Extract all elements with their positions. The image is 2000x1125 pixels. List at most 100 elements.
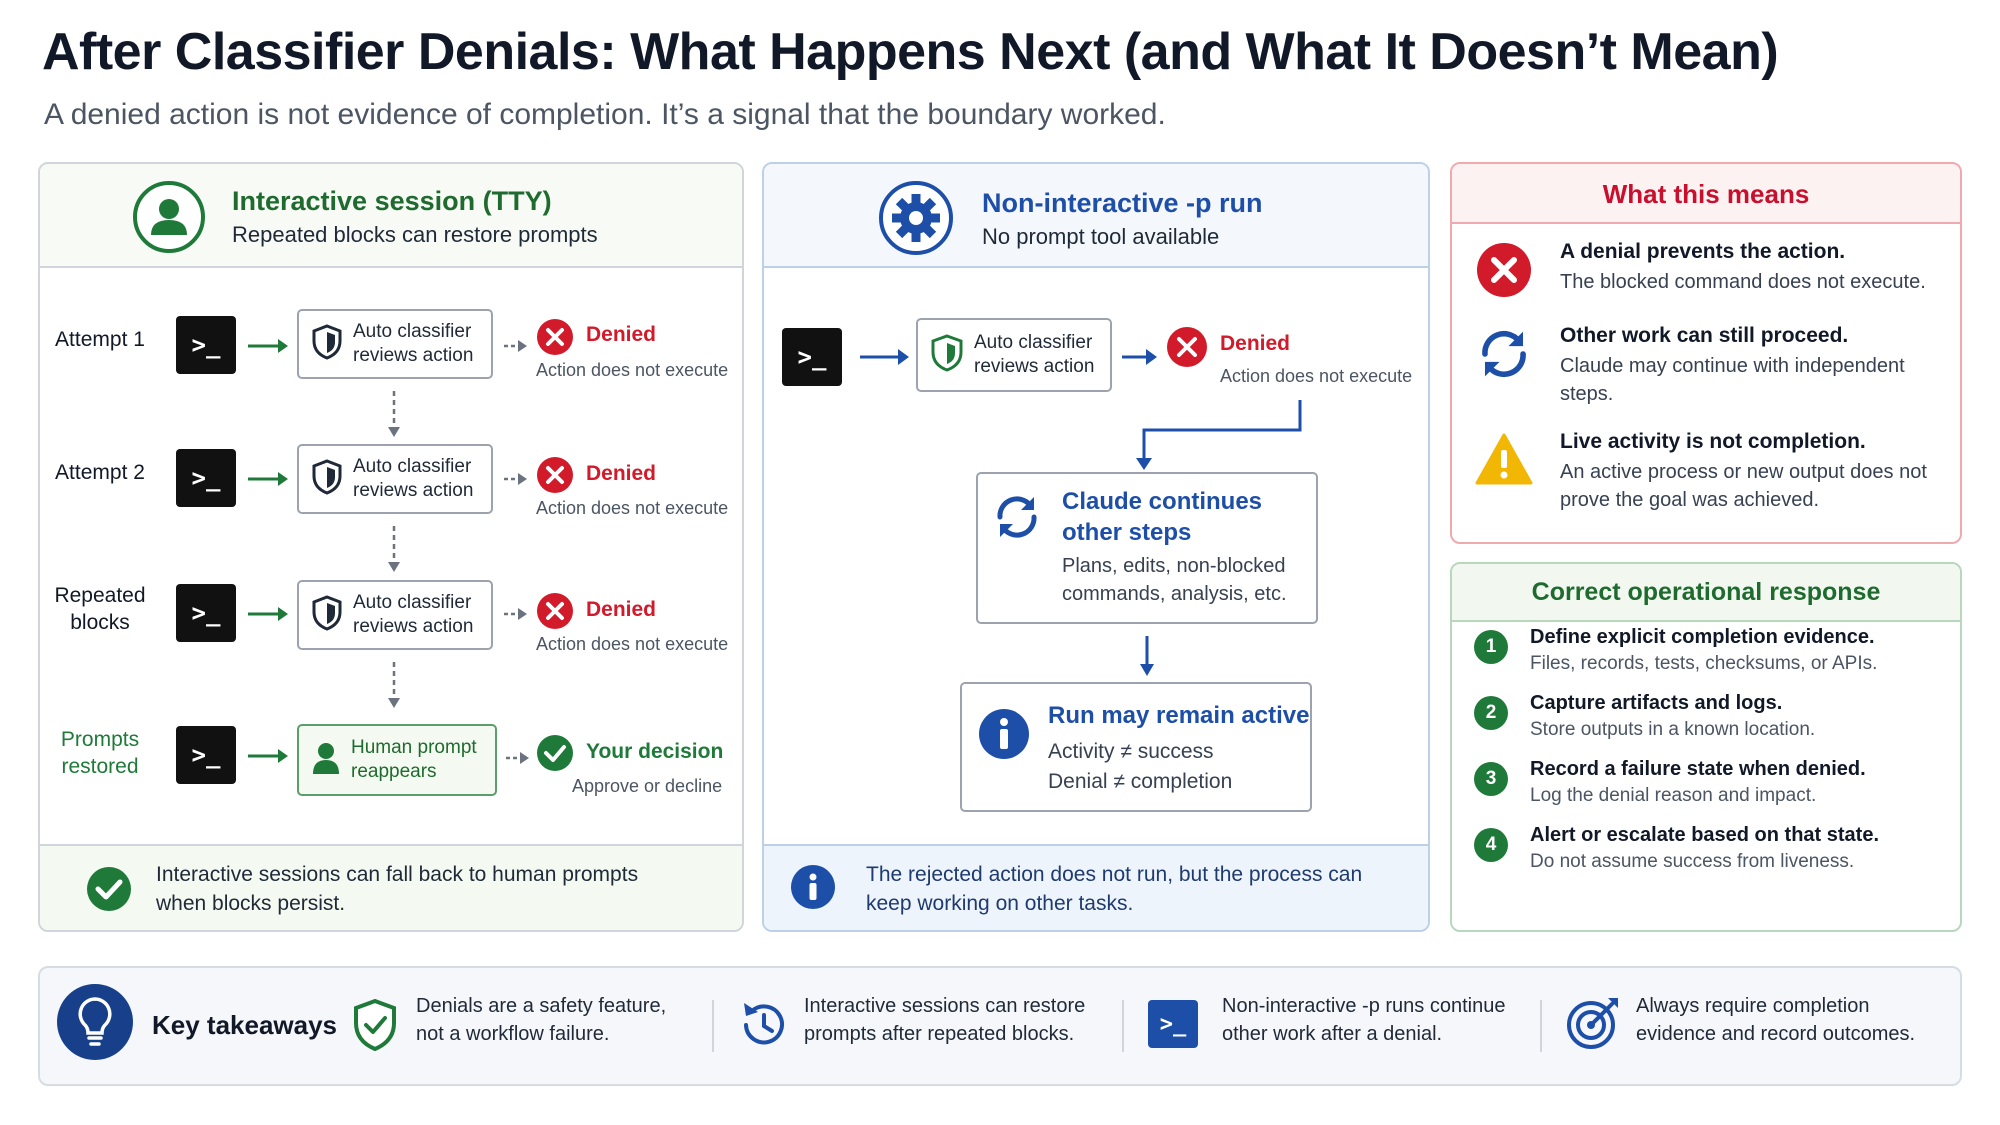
step-title: Alert or escalate based on that state. <box>1530 824 1880 846</box>
what-this-means-panel: What this means A denial prevents the ac… <box>1450 162 1962 544</box>
shield-icon <box>311 458 343 500</box>
human-prompt-label: Human prompt reappears <box>351 737 477 782</box>
non-interactive-panel: Non-interactive -p run No prompt tool av… <box>762 162 1430 932</box>
person-icon <box>311 741 341 780</box>
denied-status: Denied <box>586 462 657 485</box>
means-header: What this means <box>1452 164 1960 224</box>
claude-continues-title: Claude continues other steps <box>1062 488 1263 546</box>
takeaway-text: Interactive sessions can restore prompts… <box>804 995 1086 1045</box>
dashed-arrow-icon <box>502 469 530 494</box>
operational-response-panel: Correct operational response 1 Define ex… <box>1450 562 1962 932</box>
divider <box>1540 1000 1542 1052</box>
check-icon <box>536 734 574 777</box>
interactive-panel-footer: Interactive sessions can fall back to hu… <box>40 844 742 930</box>
means-item-title: A denial prevents the action. <box>1560 240 1846 263</box>
step-number-badge: 4 <box>1474 828 1508 862</box>
arrow-right-icon <box>246 336 290 361</box>
arrow-right-icon <box>1120 346 1160 373</box>
denied-status: Denied <box>1220 332 1291 355</box>
clock-restore-icon <box>736 998 790 1057</box>
denial-not-completion: Denial ≠ completion <box>1048 770 1233 793</box>
shield-icon <box>930 333 964 377</box>
interactive-panel-header: Interactive session (TTY) Repeated block… <box>40 164 742 268</box>
interactive-panel-subtitle: Repeated blocks can restore prompts <box>232 222 598 247</box>
step-title: Record a failure state when denied. <box>1530 758 1866 780</box>
divider <box>712 1000 714 1052</box>
terminal-icon: >_ <box>176 316 236 374</box>
lightbulb-icon <box>56 983 134 1066</box>
step-number-badge: 3 <box>1474 762 1508 796</box>
activity-not-success: Activity ≠ success <box>1048 740 1214 763</box>
step-sub: Files, records, tests, checksums, or API… <box>1530 653 1878 674</box>
connector-arrow-icon <box>1132 398 1312 477</box>
classifier-review-label: Auto classifier reviews action <box>353 321 474 366</box>
means-title: What this means <box>1602 179 1810 209</box>
terminal-icon: >_ <box>176 584 236 642</box>
classifier-review-box: Auto classifier reviews action <box>297 580 493 650</box>
run-active-box: Run may remain active Activity ≠ success… <box>960 682 1312 812</box>
classifier-review-box: Auto classifier reviews action <box>297 444 493 514</box>
step-sub: Do not assume success from liveness. <box>1530 851 1855 872</box>
warning-icon <box>1474 432 1534 491</box>
step-sub: Log the denial reason and impact. <box>1530 785 1817 806</box>
step-sub: Store outputs in a known location. <box>1530 719 1816 740</box>
arrow-right-icon <box>246 604 290 629</box>
non-interactive-panel-title: Non-interactive -p run <box>982 188 1263 218</box>
response-header: Correct operational response <box>1452 564 1960 622</box>
classifier-review-label: Auto classifier reviews action <box>353 592 474 637</box>
dashed-arrow-down-icon <box>384 389 404 446</box>
row-label-attempt-2: Attempt 2 <box>55 461 145 484</box>
step-title: Define explicit completion evidence. <box>1530 626 1875 648</box>
sync-icon <box>1476 326 1532 387</box>
shield-icon <box>352 998 398 1057</box>
arrow-right-icon <box>858 346 912 373</box>
terminal-icon: >_ <box>782 328 842 386</box>
row-label-attempt-1: Attempt 1 <box>55 328 145 351</box>
info-icon <box>790 864 836 915</box>
dashed-arrow-down-icon <box>384 660 404 717</box>
info-icon <box>978 708 1030 765</box>
response-title: Correct operational response <box>1531 578 1881 606</box>
means-item-sub: The blocked command does not execute. <box>1560 271 1926 293</box>
denied-x-icon <box>536 456 574 499</box>
step-number-badge: 1 <box>1474 630 1508 664</box>
interactive-panel-title: Interactive session (TTY) <box>232 186 552 216</box>
run-active-title: Run may remain active <box>1048 702 1310 729</box>
human-prompt-box: Human prompt reappears <box>297 724 497 796</box>
means-item-sub: An active process or new output does not… <box>1560 461 1927 511</box>
non-interactive-panel-header: Non-interactive -p run No prompt tool av… <box>764 164 1428 268</box>
arrow-right-icon <box>246 469 290 494</box>
denied-status-sub: Action does not execute <box>536 634 729 654</box>
row-label-prompts-restored: Prompts restored <box>60 728 140 778</box>
sync-icon <box>992 492 1042 547</box>
means-item-sub: Claude may continue with independent ste… <box>1560 355 1905 405</box>
interactive-session-panel: Interactive session (TTY) Repeated block… <box>38 162 744 932</box>
classifier-review-label: Auto classifier reviews action <box>353 456 474 501</box>
interactive-footer-text: Interactive sessions can fall back to hu… <box>156 863 639 915</box>
gear-icon <box>878 180 954 256</box>
target-icon <box>1564 994 1622 1057</box>
denied-x-icon <box>1166 326 1208 373</box>
dashed-arrow-icon <box>502 604 530 629</box>
takeaway-text: Always require completion evidence and r… <box>1636 995 1916 1045</box>
step-number-badge: 2 <box>1474 696 1508 730</box>
non-interactive-footer-text: The rejected action does not run, but th… <box>866 863 1363 915</box>
page-subtitle: A denied action is not evidence of compl… <box>44 98 1166 131</box>
non-interactive-panel-subtitle: No prompt tool available <box>982 224 1220 249</box>
dashed-arrow-icon <box>502 336 530 361</box>
classifier-review-box: Auto classifier reviews action <box>916 318 1112 392</box>
classifier-review-box: Auto classifier reviews action <box>297 309 493 379</box>
terminal-icon: >_ <box>176 449 236 507</box>
shield-icon <box>311 594 343 636</box>
denied-status-sub: Action does not execute <box>536 498 729 518</box>
denied-x-icon <box>536 592 574 635</box>
key-takeaways-title: Key takeaways <box>152 1010 338 1040</box>
decision-status-sub: Approve or decline <box>572 776 723 796</box>
shield-icon <box>311 323 343 365</box>
arrow-right-icon <box>246 746 290 771</box>
divider <box>1122 1000 1124 1052</box>
row-label-repeated-blocks: Repeated blocks <box>54 584 146 634</box>
means-item-title: Other work can still proceed. <box>1560 324 1849 347</box>
arrow-down-icon <box>1137 634 1157 683</box>
denied-x-icon <box>536 318 574 361</box>
